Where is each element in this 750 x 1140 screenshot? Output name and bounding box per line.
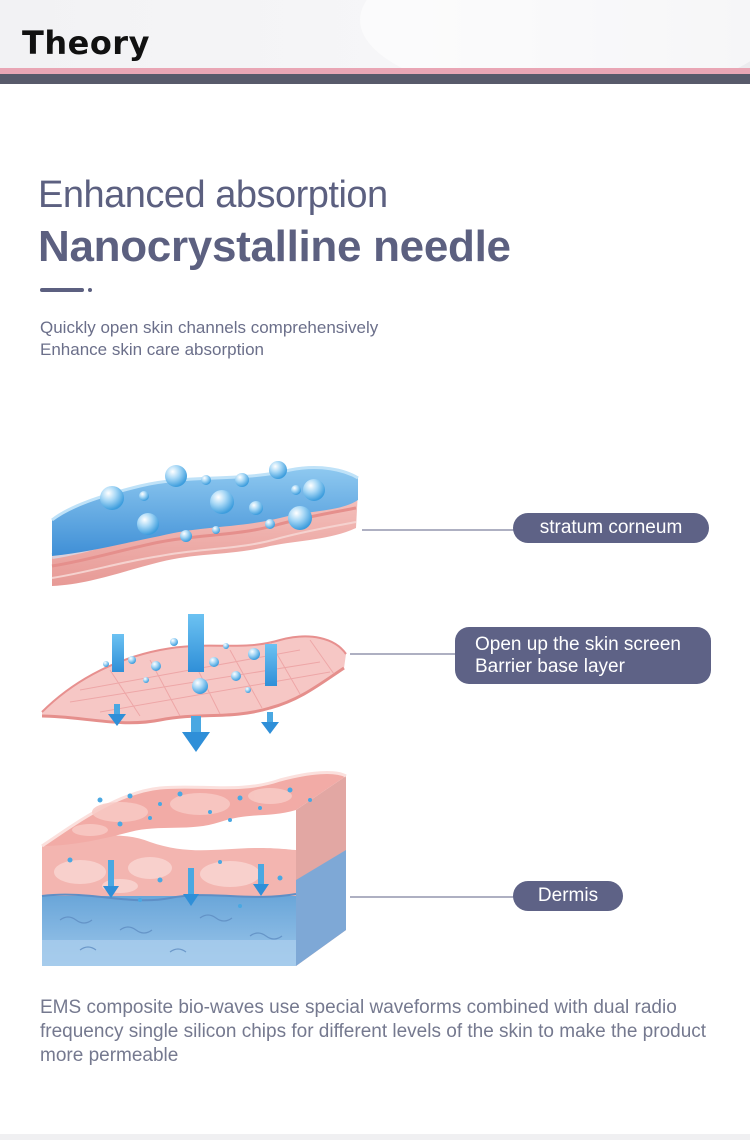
label-barrier: Open up the skin screen Barrier base lay… xyxy=(455,627,711,684)
label-barrier-line-1: Open up the skin screen xyxy=(475,633,681,655)
hero-line-2: Enhance skin care absorption xyxy=(40,340,264,359)
label-stratum-corneum: stratum corneum xyxy=(513,513,709,543)
header-gray-stripe xyxy=(0,74,750,84)
hero-line-1: Quickly open skin channels comprehensive… xyxy=(40,318,379,337)
footer-description: EMS composite bio-waves use special wave… xyxy=(40,997,707,1066)
label-barrier-line-2: Barrier base layer xyxy=(475,655,625,677)
skin-layers-illustration xyxy=(41,461,515,966)
hero-subtitle: Enhanced absorption xyxy=(38,174,388,216)
label-dermis: Dermis xyxy=(513,881,623,911)
header-pink-stripe xyxy=(0,68,750,74)
stratum-corneum-layer xyxy=(51,466,359,586)
dermis-layer xyxy=(41,771,347,966)
header-decoration xyxy=(360,0,750,68)
section-title: Theory xyxy=(22,24,150,62)
hero-title: Nanocrystalline needle xyxy=(38,222,511,271)
title-divider-dot xyxy=(88,288,92,292)
header-banner: Theory xyxy=(0,0,750,68)
barrier-bubbles xyxy=(103,638,260,694)
barrier-needles-arrows xyxy=(108,614,279,752)
title-divider xyxy=(40,288,84,292)
bottom-divider xyxy=(0,1134,750,1140)
stratum-bubbles xyxy=(100,461,325,542)
